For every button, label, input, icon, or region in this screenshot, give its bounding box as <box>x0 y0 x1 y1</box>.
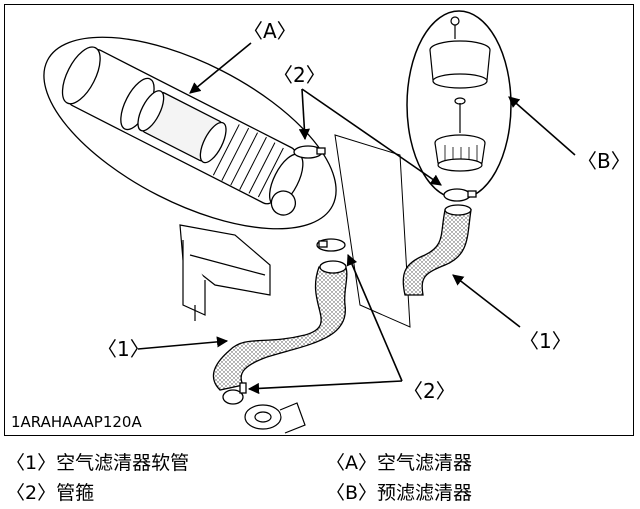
legend-item-2: 〈2〉管箍 <box>6 482 95 504</box>
callout-A: 〈A〉 <box>243 19 297 43</box>
callout-2-top: 〈2〉 <box>273 63 326 87</box>
legend-item-B: 〈B〉预滤滤清器 <box>326 482 473 504</box>
legend-item-1: 〈1〉空气滤清器软管 <box>6 452 190 474</box>
pre-cleaner-parts <box>429 16 491 172</box>
diagram-frame: 〈A〉 〈2〉 〈B〉 〈1〉 〈1〉 〈2〉 1ARAHAAAP120A <box>4 4 634 436</box>
exploded-view-illustration <box>43 10 576 434</box>
callout-2-bottom: 〈2〉 <box>403 379 456 403</box>
air-cleaner-hose-left <box>212 260 348 391</box>
callout-B: 〈B〉 <box>577 149 631 173</box>
hose-clamp-right <box>443 188 477 202</box>
mounting-bracket <box>179 224 271 321</box>
air-cleaner-A <box>43 36 337 230</box>
hose-clamp-top <box>293 145 326 159</box>
figure-code: 1ARAHAAAP120A <box>11 413 142 431</box>
callout-1-right: 〈1〉 <box>519 329 572 353</box>
mounting-panel <box>334 134 411 328</box>
leader-lines <box>137 42 576 395</box>
hose-clamp-bottom <box>222 382 247 405</box>
legend-item-A: 〈A〉空气滤清器 <box>326 452 472 474</box>
air-cleaner-hose-right <box>402 204 472 296</box>
hose-clamp-mid <box>316 238 346 252</box>
turbo-inlet <box>244 402 306 434</box>
callout-1-left: 〈1〉 <box>97 337 150 361</box>
